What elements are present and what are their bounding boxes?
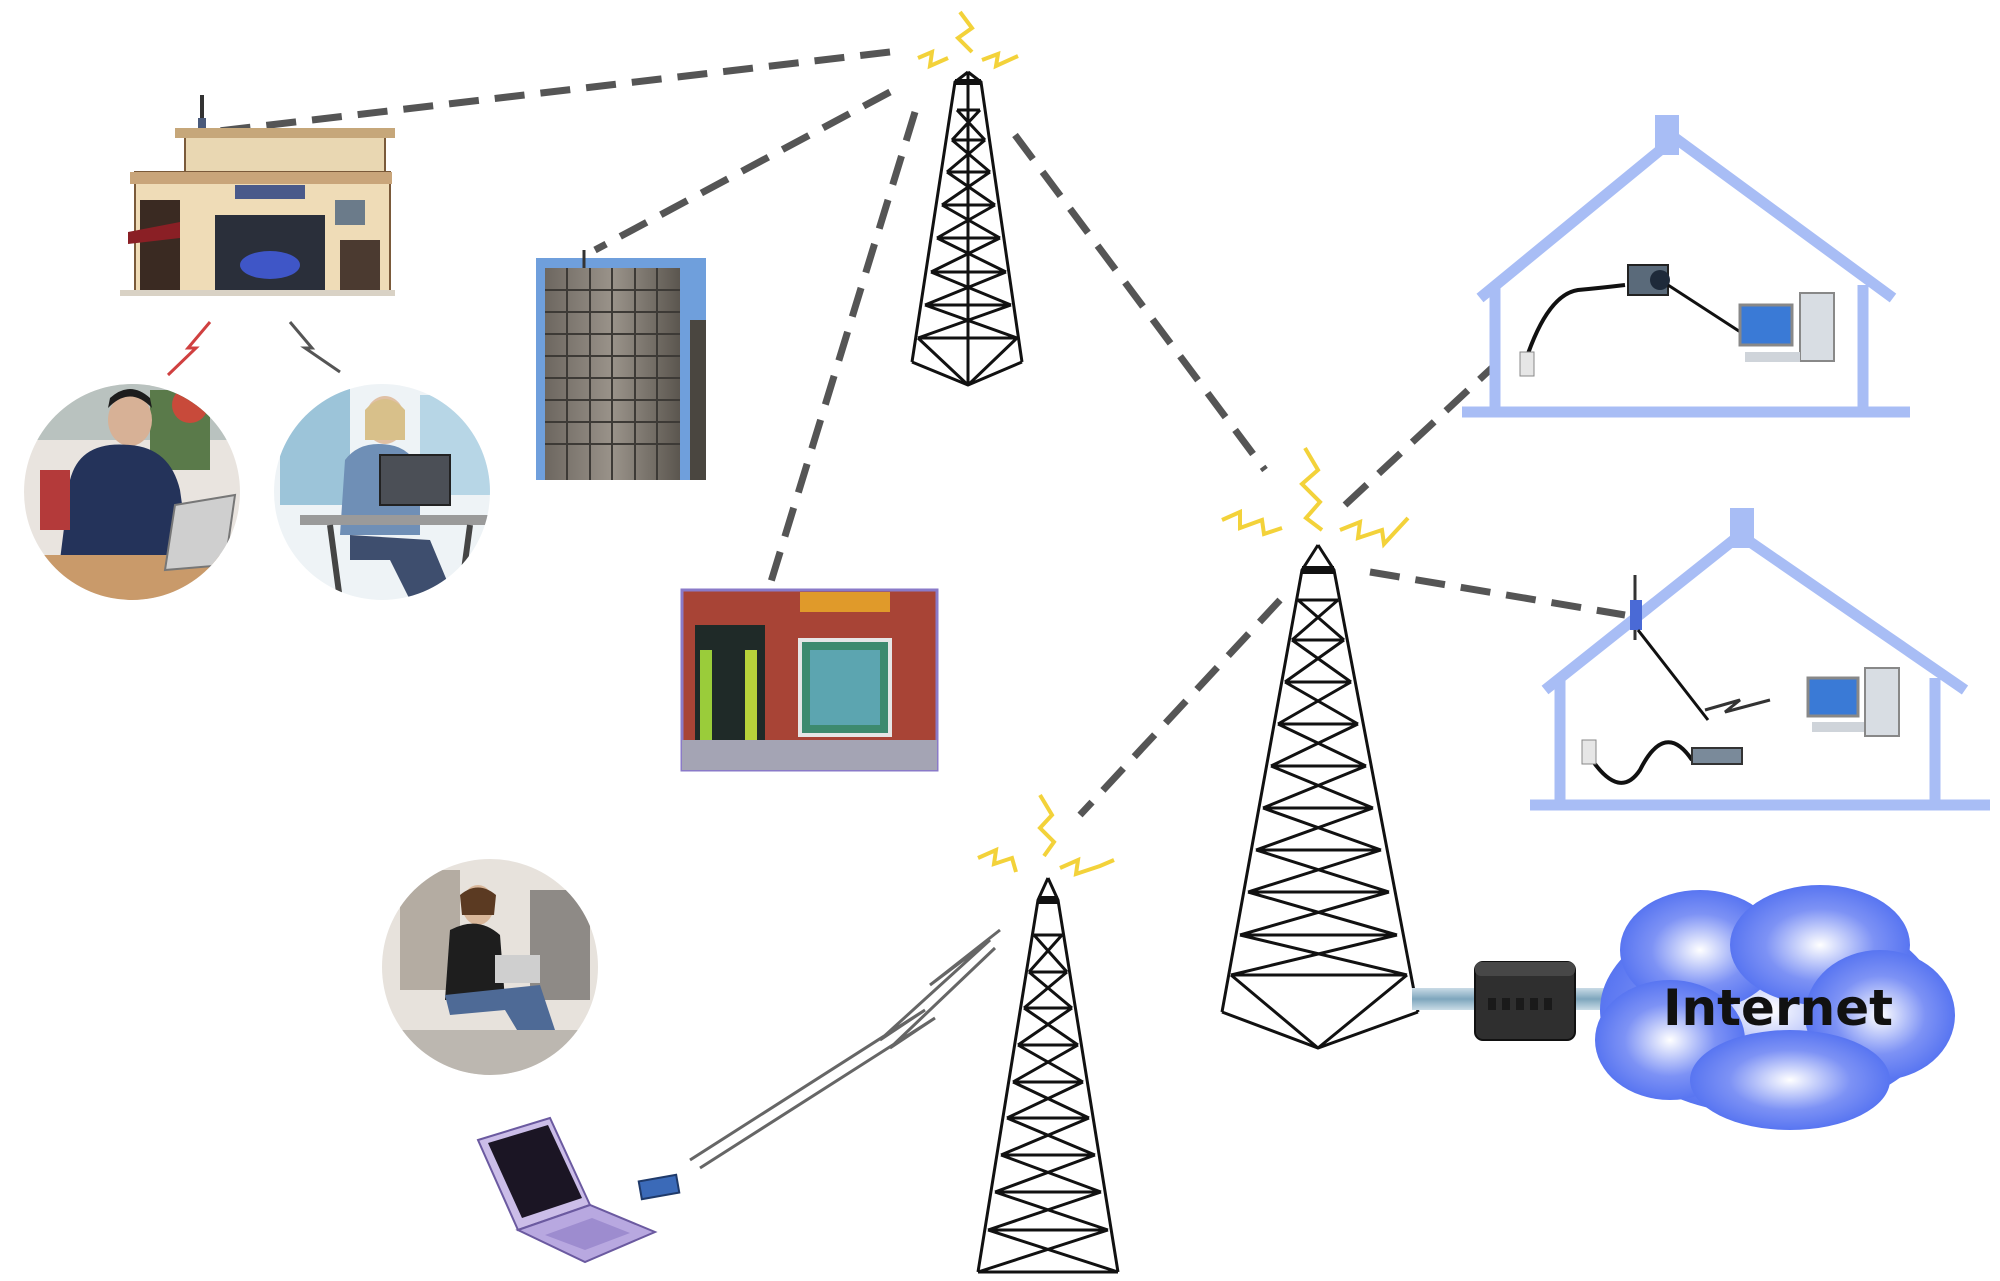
gateway-device-icon: [1412, 961, 1657, 1041]
link-center-to-home-router: [1369, 568, 1626, 619]
cloud-icon: Internet: [1595, 885, 1955, 1130]
cell-tower-center: [1220, 446, 1420, 1050]
laptop-icon: [476, 1116, 681, 1264]
cell-tower-bottom: [976, 793, 1120, 1274]
link-tower-top-to-center: [1012, 132, 1268, 473]
laptop-user-photo: [24, 384, 240, 600]
link-tower-top-to-storefront: [209, 48, 891, 136]
link-tower-top-to-office: [593, 88, 892, 254]
cell-tower-top: [910, 10, 1024, 387]
link-center-to-bottom: [1077, 597, 1283, 818]
mobile-user-photo: [382, 859, 598, 1075]
signal-icon: [288, 321, 341, 374]
signal-icon: [689, 928, 1001, 1170]
link-center-to-home-camera: [1342, 362, 1498, 508]
signal-icon: [166, 321, 212, 377]
office-building-icon: [536, 250, 706, 480]
wireless-links: [209, 48, 1626, 818]
laptop-user-photo: [274, 384, 490, 600]
signal-icon: [1221, 446, 1410, 549]
home-network-icon: [1530, 508, 1990, 811]
signal-icon: [977, 793, 1115, 877]
link-tower-top-to-shop: [766, 110, 919, 587]
internet-label: Internet: [1663, 979, 1893, 1037]
home-network-icon: [1462, 115, 1910, 418]
signal-icon: [917, 10, 1019, 70]
hotspot-building-icon: [120, 95, 395, 296]
shop-front-icon: [680, 588, 939, 772]
